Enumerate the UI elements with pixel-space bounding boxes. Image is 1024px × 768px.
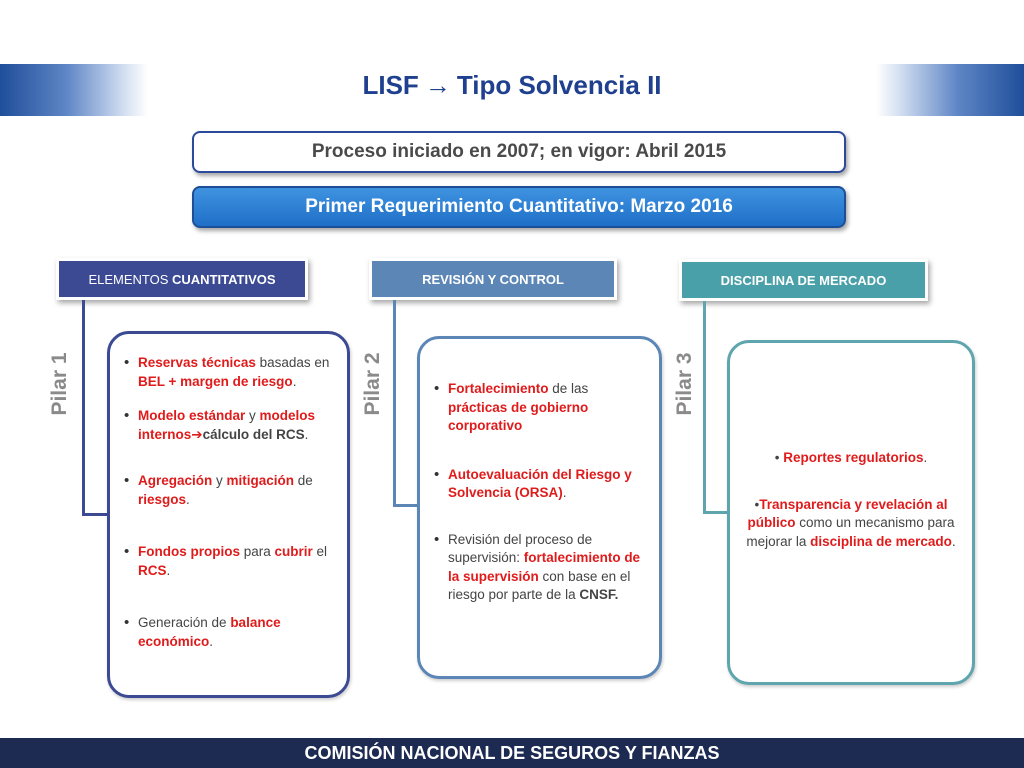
- item-text: BEL + margen de riesgo: [138, 373, 293, 389]
- arrow-right-icon: →: [424, 70, 451, 100]
- item-text: Modelo estándar: [138, 408, 246, 423]
- item-text: con base en el riesgo por parte de la: [448, 568, 635, 603]
- title-right: Tipo Solvencia II: [456, 70, 662, 100]
- pillar3-connector-vertical: [703, 301, 706, 513]
- item-text: prácticas de gobierno corporativo: [448, 399, 589, 434]
- item-text: .: [166, 562, 171, 578]
- item-text: .: [923, 450, 928, 465]
- list-item: Generación de balance económico.: [118, 614, 337, 651]
- decorative-banner-left: [0, 64, 148, 116]
- item-text: Generación de: [138, 615, 231, 630]
- item-text: de las: [548, 381, 593, 396]
- list-item: Autoevaluación del Riesgo y Solvencia (O…: [428, 466, 649, 503]
- item-text: .: [562, 485, 567, 500]
- item-text: RCS: [138, 562, 167, 578]
- pillar1-connector-vertical: [82, 300, 85, 515]
- title-left: LISF: [362, 70, 419, 100]
- arrow-right-icon: ➔: [191, 426, 203, 442]
- pillar1-connector-horizontal: [82, 513, 109, 516]
- list-item: Fondos propios para cubrir el RCS.: [118, 543, 337, 580]
- item-text: el: [312, 544, 331, 559]
- item-text: .: [209, 633, 214, 649]
- item-text: y: [212, 473, 227, 488]
- item-text: CNSF.: [579, 587, 619, 602]
- item-text: disciplina de mercado: [810, 533, 952, 549]
- pillar2-connector-vertical: [393, 300, 396, 506]
- item-text: balance económico: [138, 615, 281, 649]
- pillar2-connector-horizontal: [393, 504, 420, 507]
- item-text: cálculo del RCS: [202, 426, 305, 442]
- item-text: Reportes regulatorios: [783, 450, 924, 465]
- pillar2-card: Fortalecimiento de las prácticas de gobi…: [417, 336, 662, 679]
- item-text: Autoevaluación del Riesgo y Solvencia (O…: [448, 466, 632, 501]
- pillar3-card: • Reportes regulatorios. •Transparencia …: [727, 340, 975, 685]
- footer-banner: COMISIÓN NACIONAL DE SEGUROS Y FIANZAS: [0, 738, 1024, 768]
- item-text: Fortalecimiento: [448, 381, 549, 396]
- pillar1-header-part-b: CUANTITATIVOS: [172, 271, 276, 287]
- decorative-banner-right: [876, 64, 1024, 116]
- pillar3-label: Pilar 3: [673, 352, 696, 416]
- pillar2-label: Pilar 2: [361, 352, 384, 416]
- pillar3-header: DISCIPLINA DE MERCADO: [679, 259, 928, 301]
- list-item: Reservas técnicas basadas en BEL + marge…: [118, 354, 337, 391]
- bullet-icon: •: [754, 496, 760, 512]
- list-item: Revisión del proceso de supervisión: for…: [428, 531, 649, 605]
- pillar1-card: Reservas técnicas basadas en BEL + marge…: [107, 331, 350, 698]
- item-text: Fondos propios: [138, 544, 240, 559]
- item-text: cubrir: [274, 544, 313, 559]
- pillar1-label: Pilar 1: [48, 352, 71, 416]
- item-text: .: [304, 426, 309, 442]
- quantitative-requirement-box: Primer Requerimiento Cuantitativo: Marzo…: [192, 186, 846, 228]
- item-text: fortalecimiento de la supervisión: [448, 550, 641, 584]
- bullet-icon: •: [774, 450, 784, 465]
- item-text: modelos internos: [138, 408, 316, 442]
- pillar1-header-part-a: ELEMENTOS: [88, 271, 173, 287]
- item-text: Agregación: [138, 473, 213, 488]
- item-text: Revisión del proceso de supervisión:: [448, 531, 596, 566]
- list-item: Agregación y mitigación de riesgos.: [118, 472, 337, 509]
- item-text: riesgos: [138, 491, 187, 507]
- pillar2-header: REVISIÓN Y CONTROL: [369, 258, 617, 300]
- process-box: Proceso iniciado en 2007; en vigor: Abri…: [192, 131, 846, 173]
- item-text: para: [240, 544, 275, 559]
- item-text: y: [245, 408, 260, 423]
- item-text: Transparencia y revelación al público: [747, 496, 948, 531]
- item-text: mitigación: [226, 473, 295, 488]
- pillar1-header: ELEMENTOS CUANTITATIVOS: [56, 258, 308, 300]
- item-text: .: [186, 491, 190, 507]
- list-item: • Reportes regulatorios.: [742, 449, 960, 468]
- item-text: de: [294, 473, 317, 488]
- pillar3-connector-horizontal: [703, 511, 730, 514]
- item-text: .: [292, 373, 297, 389]
- page-title: LISF→Tipo Solvencia II: [0, 70, 1024, 101]
- item-text: como un mecanismo para mejorar la: [746, 515, 959, 549]
- item-text: basadas en: [255, 355, 334, 370]
- item-text: .: [951, 533, 956, 549]
- list-item: Modelo estándar y modelos internos➔cálcu…: [118, 407, 337, 444]
- list-item: Fortalecimiento de las prácticas de gobi…: [428, 380, 649, 436]
- item-text: Reservas técnicas: [138, 355, 256, 370]
- list-item: •Transparencia y revelación al público c…: [742, 496, 960, 552]
